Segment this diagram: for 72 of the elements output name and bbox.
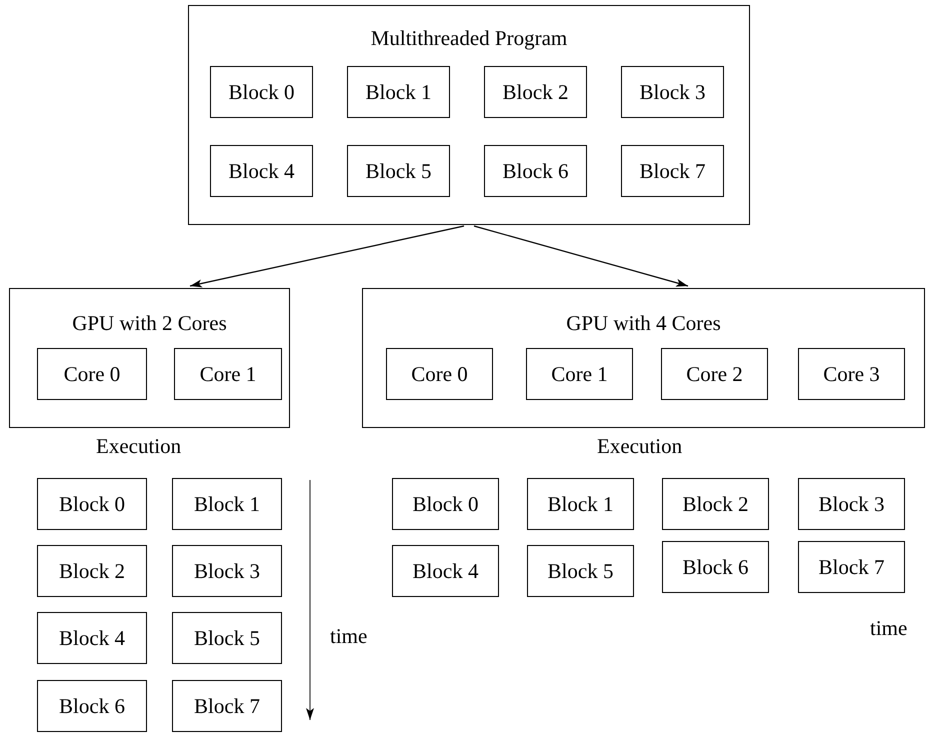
block-label: Block 5 [366,158,432,184]
arrow [190,225,464,288]
block-label: Block 2 [59,558,125,584]
block-label: Block 4 [228,158,294,184]
block-label: Block 2 [502,80,568,104]
block-box [662,478,769,530]
block-label: Block 3 [194,558,260,584]
block-box [37,612,147,664]
block-label: Block 4 [412,558,478,584]
block-label: Block 0 [412,492,478,516]
block-box [798,348,905,400]
group-box [362,288,925,428]
axis-label: time [870,616,908,641]
block-box [37,680,147,732]
block-label: Block 0 [228,80,294,104]
group-title: GPU with 2 Cores [72,311,227,336]
axis-label: time [330,624,368,649]
block-box [386,348,493,400]
block-label: Block 1 [366,80,432,104]
block-label: Block 1 [194,492,260,516]
block-label: Block 4 [59,626,125,650]
block-box [347,145,450,197]
block-label: Block 1 [548,492,614,516]
block-label: Block 3 [818,492,884,516]
block-label: Block 7 [194,694,260,718]
block-box [661,348,768,400]
group-title: Multithreaded Program [370,26,568,51]
block-box [484,66,587,118]
block-box [347,66,450,118]
block-label: Block 6 [502,158,568,184]
block-label: Core 3 [823,362,880,386]
block-label: Block 3 [640,80,706,104]
block-label: Core 1 [551,362,608,386]
block-label: Block 0 [59,492,125,516]
section-heading: Execution [597,434,682,459]
block-label: Block 2 [682,492,748,516]
block-box [37,478,147,530]
block-box [392,545,499,597]
group-box [9,288,290,428]
block-label: Core 0 [411,362,468,386]
block-box [172,545,282,597]
block-label: Core 2 [686,362,743,386]
block-box [621,66,724,118]
block-box [210,66,313,118]
block-box [527,478,634,530]
block-label: Block 7 [640,158,706,184]
block-box [798,541,905,593]
block-label: Block 5 [194,626,260,650]
block-box [37,348,147,400]
block-box [210,145,313,197]
block-box [798,478,905,530]
block-box [172,680,282,732]
group-title: GPU with 4 Cores [566,311,721,336]
section-heading: Execution [96,434,182,459]
block-label: Block 6 [682,554,748,580]
block-box [392,478,499,530]
arrow [474,225,688,287]
block-box [484,145,587,197]
block-box [526,348,633,400]
block-label: Block 5 [548,558,614,584]
block-label: Block 7 [818,554,884,580]
block-label: Core 1 [200,362,256,386]
block-box [172,478,282,530]
block-box [172,612,282,664]
block-box [37,545,147,597]
block-box [174,348,282,400]
block-box [527,545,634,597]
block-label: Core 0 [64,362,120,386]
block-label: Block 6 [59,694,125,718]
block-box [662,541,769,593]
group-box [188,5,750,225]
block-box [621,145,724,197]
